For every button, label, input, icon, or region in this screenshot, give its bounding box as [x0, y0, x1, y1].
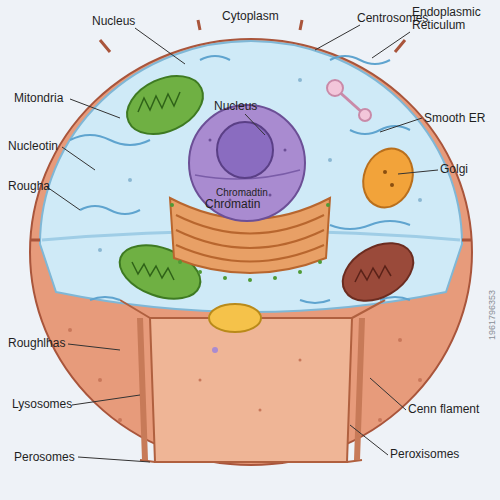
part-label: Nucleus — [214, 100, 257, 113]
part-label: Chromatin — [205, 198, 260, 211]
part-label: Smooth ER — [424, 112, 485, 125]
part-label: Nucleotin — [8, 140, 58, 153]
part-label: Lysosomes — [12, 398, 72, 411]
golgi — [355, 142, 421, 215]
part-label: Golgi — [440, 163, 468, 176]
part-label: Cenn flament — [408, 403, 479, 416]
leader-lines — [47, 25, 438, 462]
nucleus — [189, 105, 305, 221]
part-label: Nucleus — [92, 15, 135, 28]
cell-body — [30, 20, 472, 465]
part-label: Rougha — [8, 180, 50, 193]
rough-er — [170, 198, 330, 282]
mitochondria — [112, 65, 423, 313]
part-label: Mitondria — [14, 92, 63, 105]
lysosome — [209, 304, 261, 332]
centrosome — [327, 80, 371, 121]
part-label: Peroxisomes — [390, 448, 459, 461]
part-label: Cytoplasm — [222, 10, 279, 23]
watermark-number: 1961796353 — [486, 290, 499, 340]
part-label: Endoplasmic Reticulum — [412, 6, 498, 32]
part-label: Perosomes — [14, 451, 75, 464]
part-label: Roughlhas — [8, 337, 65, 350]
